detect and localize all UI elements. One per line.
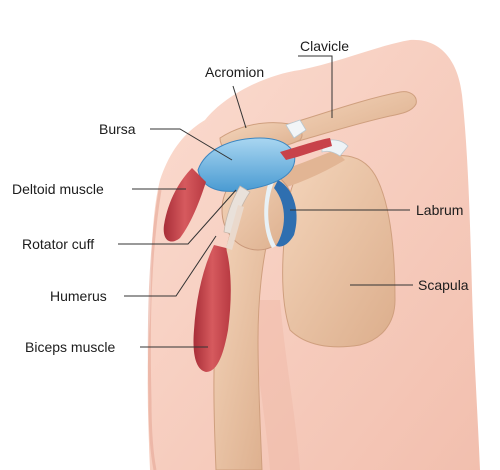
scapula-spine xyxy=(265,150,345,192)
scapula-bone xyxy=(282,155,396,348)
label-humerus: Humerus xyxy=(50,288,107,304)
skin-fold xyxy=(250,300,300,470)
supraspinatus-tendon xyxy=(280,138,332,160)
arm-edge xyxy=(147,189,162,470)
leader-bursa xyxy=(150,128,233,161)
bursa-sac xyxy=(197,137,296,192)
label-labrum: Labrum xyxy=(416,202,464,218)
label-scapula: Scapula xyxy=(418,277,469,293)
leader-clavicle xyxy=(298,55,333,118)
ac-joint-cartilage xyxy=(285,119,307,139)
leader-humerus xyxy=(124,235,217,297)
leader-lines xyxy=(118,55,413,348)
label-acromion: Acromion xyxy=(205,64,265,80)
labrum-ring xyxy=(274,180,297,247)
label-deltoid-muscle: Deltoid muscle xyxy=(12,181,104,197)
label-rotator-cuff: Rotator cuff xyxy=(22,236,95,252)
deltoid-muscle xyxy=(163,168,206,242)
clavicle-bone xyxy=(284,91,417,143)
label-clavicle: Clavicle xyxy=(300,38,350,54)
leader-rotator-cuff xyxy=(118,189,237,245)
leader-acromion xyxy=(232,85,247,129)
biceps-tendon xyxy=(226,205,244,250)
label-bursa: Bursa xyxy=(99,121,136,137)
glenoid-cartilage xyxy=(264,178,276,248)
label-biceps-muscle: Biceps muscle xyxy=(25,339,116,355)
biceps-muscle xyxy=(193,245,231,372)
